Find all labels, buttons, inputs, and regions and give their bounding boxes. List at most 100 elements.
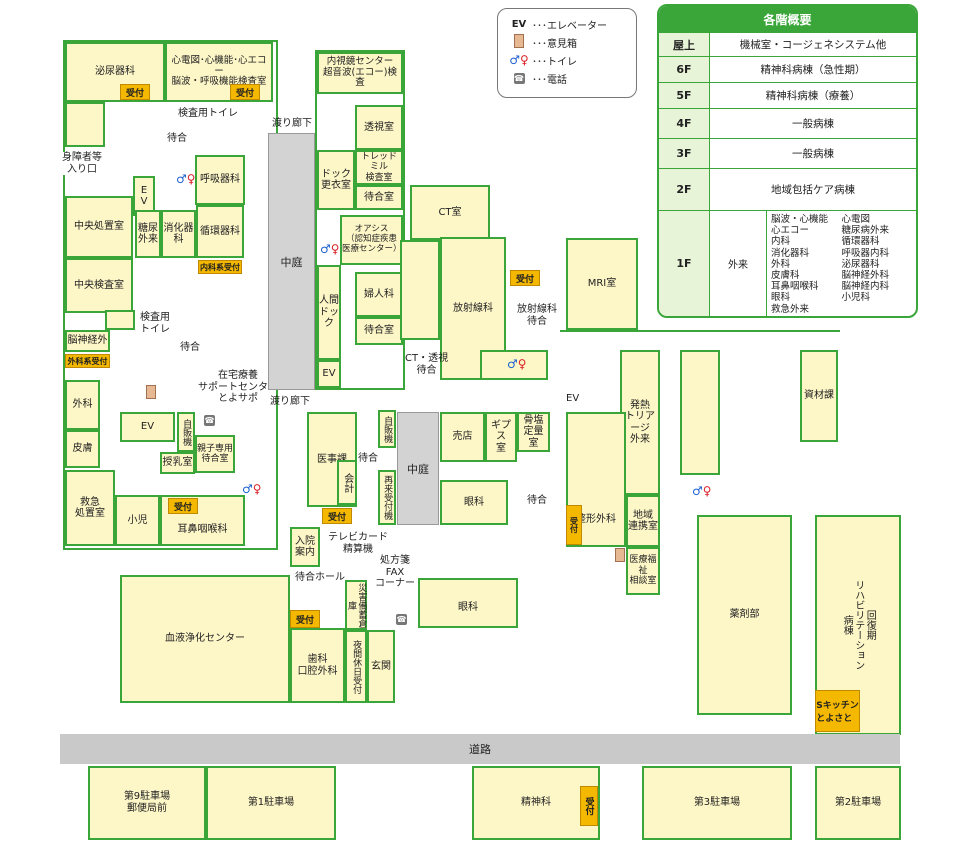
room-health-dock[interactable]: 人間 ドック xyxy=(317,265,341,360)
room-dermatology[interactable]: 皮膚 xyxy=(65,430,100,468)
reception-urology: 受付 xyxy=(120,84,150,100)
label-radiology-waiting: 放射線科 待合 xyxy=(517,304,557,327)
room-pharmacy[interactable]: 薬剤部 xyxy=(697,515,792,715)
reception-dental: 受付 xyxy=(290,610,320,628)
room-vending[interactable]: 自販機 xyxy=(177,412,195,452)
parking-1[interactable]: 第1駐車場 xyxy=(206,766,336,840)
label-ev-east: EV xyxy=(566,393,580,404)
floor-1f-department: 消化器科 xyxy=(771,247,810,259)
phone-icon: ☎ xyxy=(513,72,525,84)
label-corridor-bottom: 渡り廊下 xyxy=(270,396,310,407)
room-ev-west[interactable]: E V xyxy=(133,176,155,216)
floor-1f-department: 循環器科 xyxy=(841,236,880,248)
floor-1f-department: 泌尿器科 xyxy=(841,258,880,270)
parking-2[interactable]: 第2駐車場 xyxy=(815,766,901,840)
room-vending-2[interactable]: 自販機 xyxy=(378,410,396,448)
room-central-treatment[interactable]: 中央処置室 xyxy=(65,196,133,258)
label-disabled-entrance[interactable]: 身障者等 入り口 xyxy=(62,152,102,175)
floor-1f-col-2: 心電図糖尿病外来循環器科呼吸器内科泌尿器科脳神経外科脳神経内科小児科 xyxy=(842,214,913,313)
toilet-icon: ♂♀ xyxy=(176,172,196,186)
room-regional[interactable]: 地域 連携室 xyxy=(626,495,660,547)
kitchen[interactable]: Sキッチン とよさと xyxy=(815,690,860,732)
room-toilet-radiology xyxy=(480,350,548,380)
floor-1f-department: 皮膚科 xyxy=(771,270,800,282)
courtyard-east: 中庭 xyxy=(397,412,439,525)
floor-row-6f[interactable]: 6F 精神科病棟（急性期） xyxy=(659,56,916,82)
room-dental[interactable]: 歯科 口腔外科 xyxy=(290,628,345,703)
room-oasis[interactable]: オアシス （認知症疾患 医療センター） xyxy=(340,215,403,265)
room-diabetes[interactable]: 糖尿 外来 xyxy=(135,210,161,258)
room-central-lab[interactable]: 中央検査室 xyxy=(65,258,133,313)
toilet-icon-5: ♂♀ xyxy=(692,484,712,498)
room-fever[interactable]: 発熱 トリアージ 外来 xyxy=(620,350,660,495)
label-ct-waiting: CT・透視 待合 xyxy=(405,353,449,376)
room-surgery[interactable]: 外科 xyxy=(65,380,100,430)
room-waiting-4[interactable]: 待合室 xyxy=(355,317,403,345)
floor-1f-departments: 脳波・心機能心エコー内科消化器科外科皮膚科耳鼻咽喉科眼科救急外来 心電図糖尿病外… xyxy=(767,211,916,316)
room-shop[interactable]: 売店 xyxy=(440,412,485,462)
room-neurosurgery[interactable]: 脳神経外 xyxy=(65,330,110,352)
reception-radiology: 受付 xyxy=(510,270,540,286)
floor-row-4f[interactable]: 4F 一般病棟 xyxy=(659,108,916,138)
room-gastro[interactable]: 消化器科 xyxy=(161,210,196,258)
room-entrance[interactable]: 玄関 xyxy=(367,630,395,703)
room-gynecology[interactable]: 婦人科 xyxy=(355,272,403,317)
room-ct[interactable]: CT室 xyxy=(410,185,490,240)
room-bone[interactable]: 骨塩 定量室 xyxy=(517,412,550,452)
room-ophthalmology-2[interactable]: 眼科 xyxy=(418,578,518,628)
room-urology[interactable]: 泌尿器科 xyxy=(65,42,165,102)
room-accounting[interactable]: 会計 xyxy=(337,460,357,505)
room-dialysis[interactable]: 血液浄化センター xyxy=(120,575,290,703)
room-ultrasound[interactable]: 内視鏡センター 超音波(エコー)検査 xyxy=(317,52,403,94)
floor-1f-department: 眼科 xyxy=(771,292,791,304)
floor-guide: 各階概要 屋上 機械室・コージェネシステム他 6F 精神科病棟（急性期） 5F … xyxy=(657,4,918,318)
floor-1f-department: 救急外来 xyxy=(771,303,810,315)
room-ophthalmology[interactable]: 眼科 xyxy=(440,480,508,525)
room-ct-left xyxy=(400,240,440,340)
room-ev-center[interactable]: EV xyxy=(317,360,341,388)
floor-1f-department: 耳鼻咽喉科 xyxy=(771,281,819,293)
room-admission[interactable]: 入院 案内 xyxy=(290,527,320,567)
room-emergency[interactable]: 救急 処置室 xyxy=(65,470,115,546)
room-night[interactable]: 夜間休日受付 xyxy=(345,630,367,703)
label-tv-card: テレビカード 精算機 xyxy=(328,532,388,555)
building-psychiatry[interactable]: 精神科 xyxy=(472,766,600,840)
opinion-box-icon xyxy=(514,33,524,48)
floor-row-5f[interactable]: 5F 精神科病棟（療養） xyxy=(659,82,916,108)
room-ev-west-2[interactable]: EV xyxy=(120,412,175,442)
room-disaster[interactable]: 災害備蓄倉庫 xyxy=(345,580,367,630)
room-materials[interactable]: 資材課 xyxy=(800,350,838,442)
room-nursing[interactable]: 授乳室 xyxy=(160,452,195,474)
legend: EV ･･･エレベーター ･･･意見箱 ♂♀ ･･･トイレ ☎ ･･･電話 xyxy=(497,8,637,98)
label-home-care[interactable]: 在宅療養 サポートセンター とよサポ xyxy=(198,370,278,404)
floor-row-1f[interactable]: 1F 外来 脳波・心機能心エコー内科消化器科外科皮膚科耳鼻咽喉科眼科救急外来 心… xyxy=(659,210,916,316)
floor-1f-department: 呼吸器内科 xyxy=(841,247,890,259)
room-xray[interactable]: 透視室 xyxy=(355,105,403,150)
phone-icon: ☎ xyxy=(204,415,215,426)
room-mri[interactable]: MRI室 xyxy=(566,238,638,330)
legend-phone: ☎ ･･･電話 xyxy=(513,72,567,86)
floor-row-rooftop[interactable]: 屋上 機械室・コージェネシステム他 xyxy=(659,32,916,56)
room-parent-child[interactable]: 親子専用 待合室 xyxy=(195,435,235,473)
label-exam-toilet-2: 検査用 トイレ xyxy=(140,312,170,335)
room-dock-locker[interactable]: ドック 更衣室 xyxy=(317,150,355,210)
parking-9[interactable]: 第9駐車場 郵便局前 xyxy=(88,766,206,840)
parking-3[interactable]: 第3駐車場 xyxy=(642,766,792,840)
room-circulatory[interactable]: 循環器科 xyxy=(196,205,244,258)
legend-opinion-box: ･･･意見箱 xyxy=(506,33,628,51)
room-respiratory[interactable]: 呼吸器科 xyxy=(195,155,245,205)
toilet-icon-3: ♂♀ xyxy=(320,242,340,256)
room-exam-toilet-2 xyxy=(105,310,135,330)
road: 道路 xyxy=(60,734,900,764)
room-welfare[interactable]: 医療福祉 相談室 xyxy=(626,547,660,595)
room-waiting-3[interactable]: 待合室 xyxy=(355,185,403,210)
floor-row-3f[interactable]: 3F 一般病棟 xyxy=(659,138,916,168)
room-orthopedics[interactable]: 整形外科 xyxy=(566,412,626,547)
room-reentry[interactable]: 再来受付機 xyxy=(378,470,396,525)
label-waiting-6: 待合 xyxy=(527,495,547,506)
room-treadmill[interactable]: トレッドミル 検査室 xyxy=(355,150,403,185)
room-pediatrics[interactable]: 小児 xyxy=(115,495,160,546)
room-cast[interactable]: ギプス 室 xyxy=(485,412,517,462)
floor-row-2f[interactable]: 2F 地域包括ケア病棟 xyxy=(659,168,916,210)
floor-1f-department: 内科 xyxy=(771,236,791,248)
